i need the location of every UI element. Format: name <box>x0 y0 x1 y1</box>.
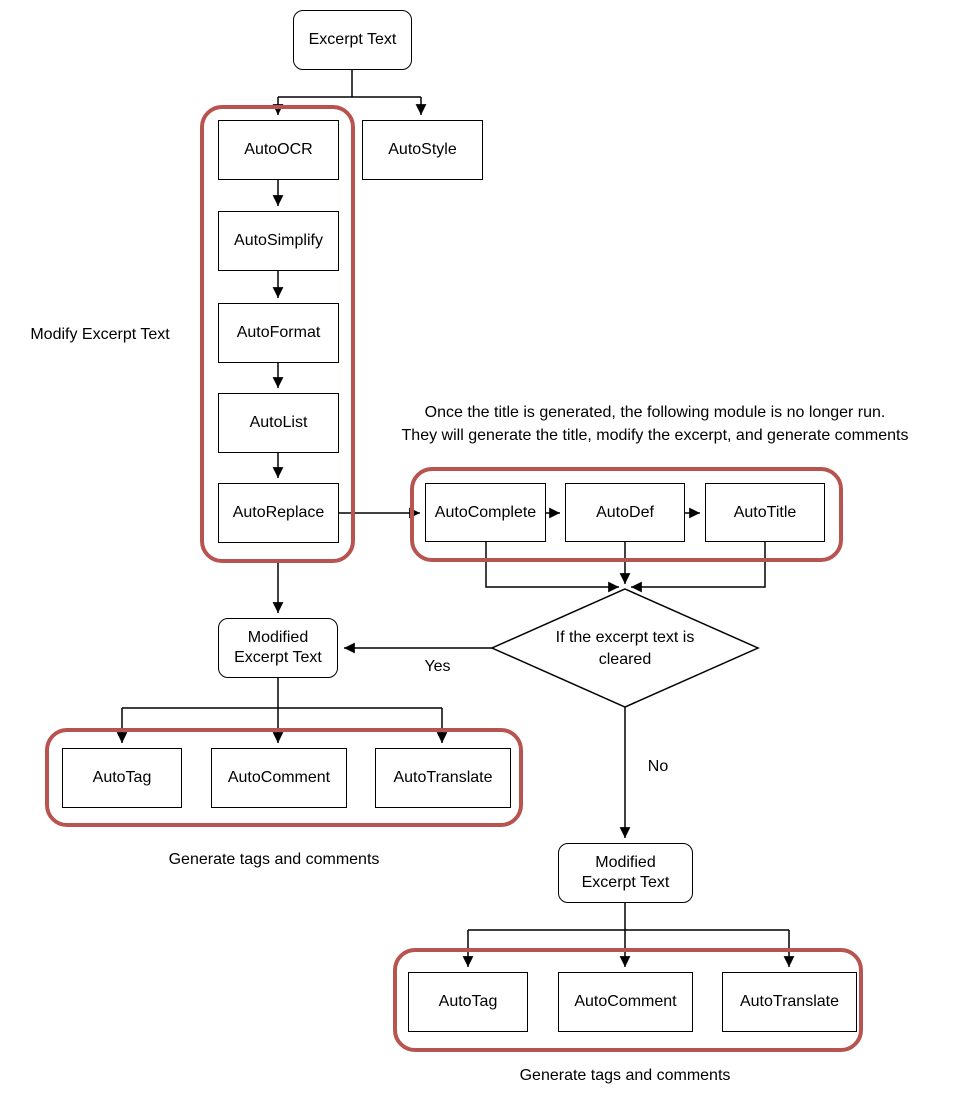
node-auto-complete: AutoComplete <box>425 483 546 542</box>
edge-modified-left-fanout <box>122 678 442 709</box>
edge-autotitle-decision <box>631 542 766 593</box>
node-auto-comment-left: AutoComment <box>211 748 347 808</box>
annotation-generate-tags-left: Generate tags and comments <box>168 851 380 868</box>
annotation-title-note: Once the title is generated, the followi… <box>375 401 935 447</box>
node-auto-comment-right: AutoComment <box>558 972 693 1032</box>
decision-text: If the excerpt text is cleared <box>530 627 720 671</box>
decision-text-line2: cleared <box>598 651 652 668</box>
group-tags-comments-right <box>393 948 863 1052</box>
node-modified-excerpt-left: Modified Excerpt Text <box>218 618 338 678</box>
annotation-generate-tags-right: Generate tags and comments <box>519 1067 731 1084</box>
decision-text-line1: If the excerpt text is <box>555 629 695 646</box>
node-auto-tag-left: AutoTag <box>62 748 182 808</box>
annotation-title-note-line2: They will generate the title, modify the… <box>401 427 909 444</box>
node-auto-list: AutoList <box>218 393 339 453</box>
node-auto-style: AutoStyle <box>362 120 483 180</box>
group-tags-comments-left <box>45 728 523 827</box>
node-auto-ocr: AutoOCR <box>218 120 339 180</box>
connectors <box>116 70 795 967</box>
edge-autocomplete-decision <box>485 542 619 593</box>
node-auto-tag-right: AutoTag <box>408 972 528 1032</box>
node-auto-replace: AutoReplace <box>218 483 339 543</box>
node-auto-format: AutoFormat <box>218 303 339 363</box>
decision-diamond <box>490 588 760 708</box>
edge-label-yes: Yes <box>424 658 451 675</box>
node-excerpt-text: Excerpt Text <box>293 10 412 70</box>
node-auto-simplify: AutoSimplify <box>218 211 339 271</box>
node-auto-title: AutoTitle <box>705 483 825 542</box>
node-auto-def: AutoDef <box>565 483 685 542</box>
annotation-title-note-line1: Once the title is generated, the followi… <box>424 404 886 421</box>
edge-label-no: No <box>647 758 669 775</box>
node-auto-translate-right: AutoTranslate <box>722 972 857 1032</box>
node-auto-translate-left: AutoTranslate <box>375 748 511 808</box>
edge-excerpt-split <box>278 70 421 98</box>
annotation-modify-excerpt: Modify Excerpt Text <box>30 326 170 343</box>
edge-modified-right-fanout <box>468 903 789 931</box>
node-modified-excerpt-right: Modified Excerpt Text <box>558 843 693 903</box>
